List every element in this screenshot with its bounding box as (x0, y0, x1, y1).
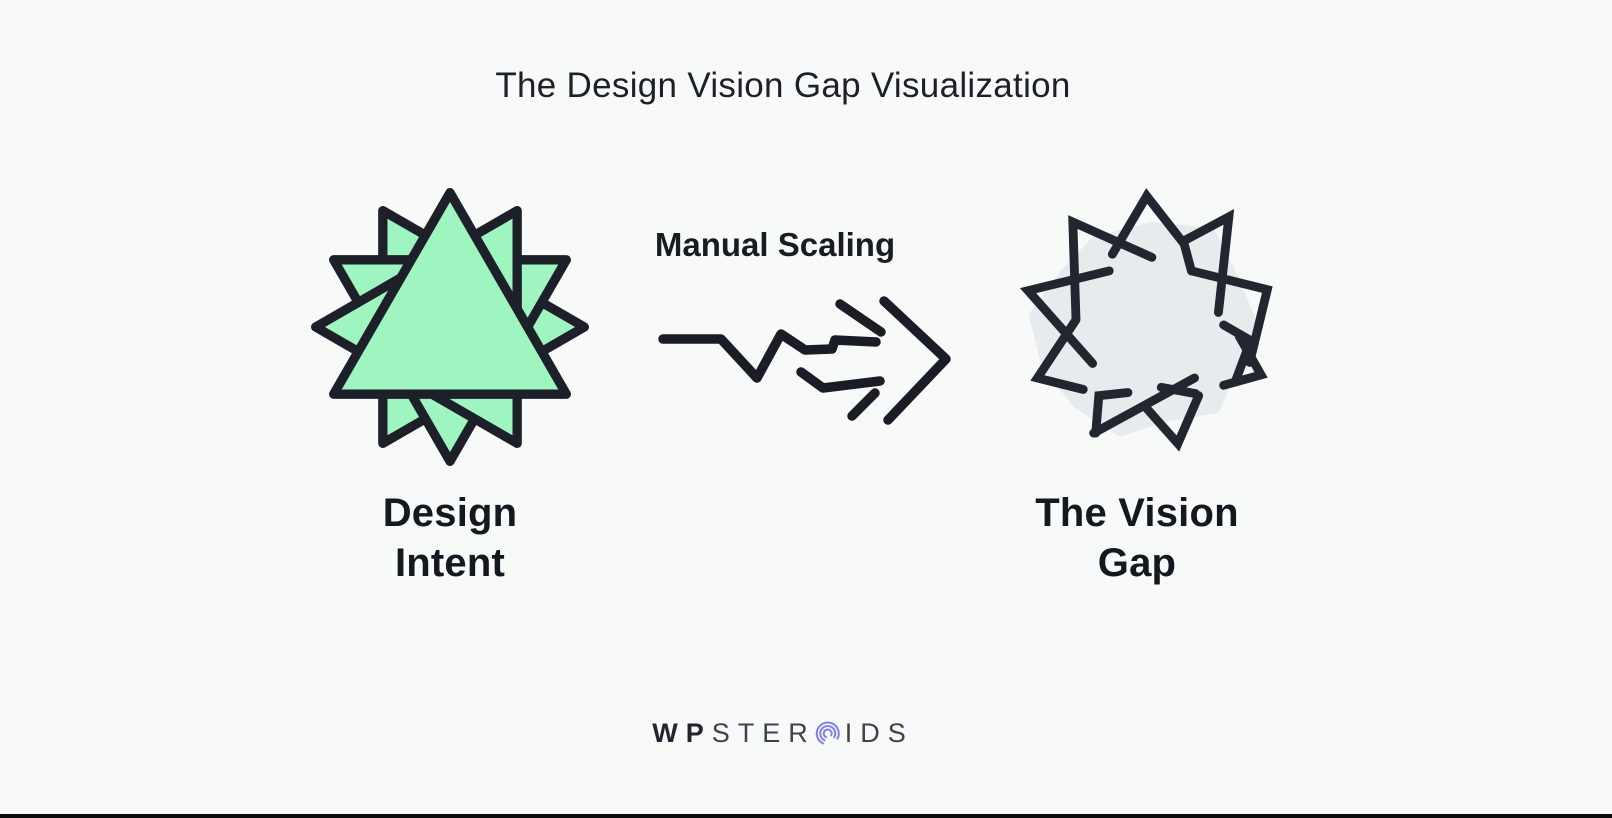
vision-gap-label: The Vision Gap (987, 488, 1287, 589)
arrow-detached-dash (847, 388, 880, 421)
broken-star-segment (1186, 266, 1273, 367)
vision-gap-line2: Gap (1097, 541, 1177, 586)
arrow-lower-line (796, 367, 885, 393)
design-intent-label: Design Intent (300, 488, 600, 589)
design-intent-line2: Intent (394, 541, 506, 586)
broken-star-segment (1219, 331, 1268, 390)
manual-scaling-label: Manual Scaling (654, 226, 896, 263)
manual-scaling-arrow-icon (658, 296, 951, 425)
arrow-upper-barb (835, 299, 886, 337)
vision-gap-star (1019, 188, 1273, 452)
vision-gap-line1: The Vision (1035, 491, 1239, 535)
bottom-edge-bar (0, 814, 1612, 818)
broken-star-segment (1030, 315, 1088, 394)
broken-star-segment (1068, 215, 1157, 324)
concentric-arcs-o-icon (815, 721, 840, 746)
broken-star-segment (1107, 188, 1196, 276)
star-triangle-4 (328, 188, 572, 399)
broken-star-segment (1140, 391, 1204, 452)
arrow-head (879, 296, 951, 425)
broken-star-segment (1156, 382, 1200, 399)
broken-star-segment (1019, 266, 1114, 368)
broken-star-segment (1091, 388, 1133, 438)
broken-star-segment (1219, 320, 1257, 387)
logo-ids-text: IDS (844, 718, 914, 748)
arrow-zigzag-line (658, 329, 881, 383)
logo-ster-text: STER (711, 718, 816, 748)
logo-wp-text: WP (652, 718, 712, 748)
design-intent-line1: Design (382, 491, 518, 535)
page-title: The Design Vision Gap Visualization (495, 66, 1071, 105)
design-intent-star (311, 188, 589, 466)
